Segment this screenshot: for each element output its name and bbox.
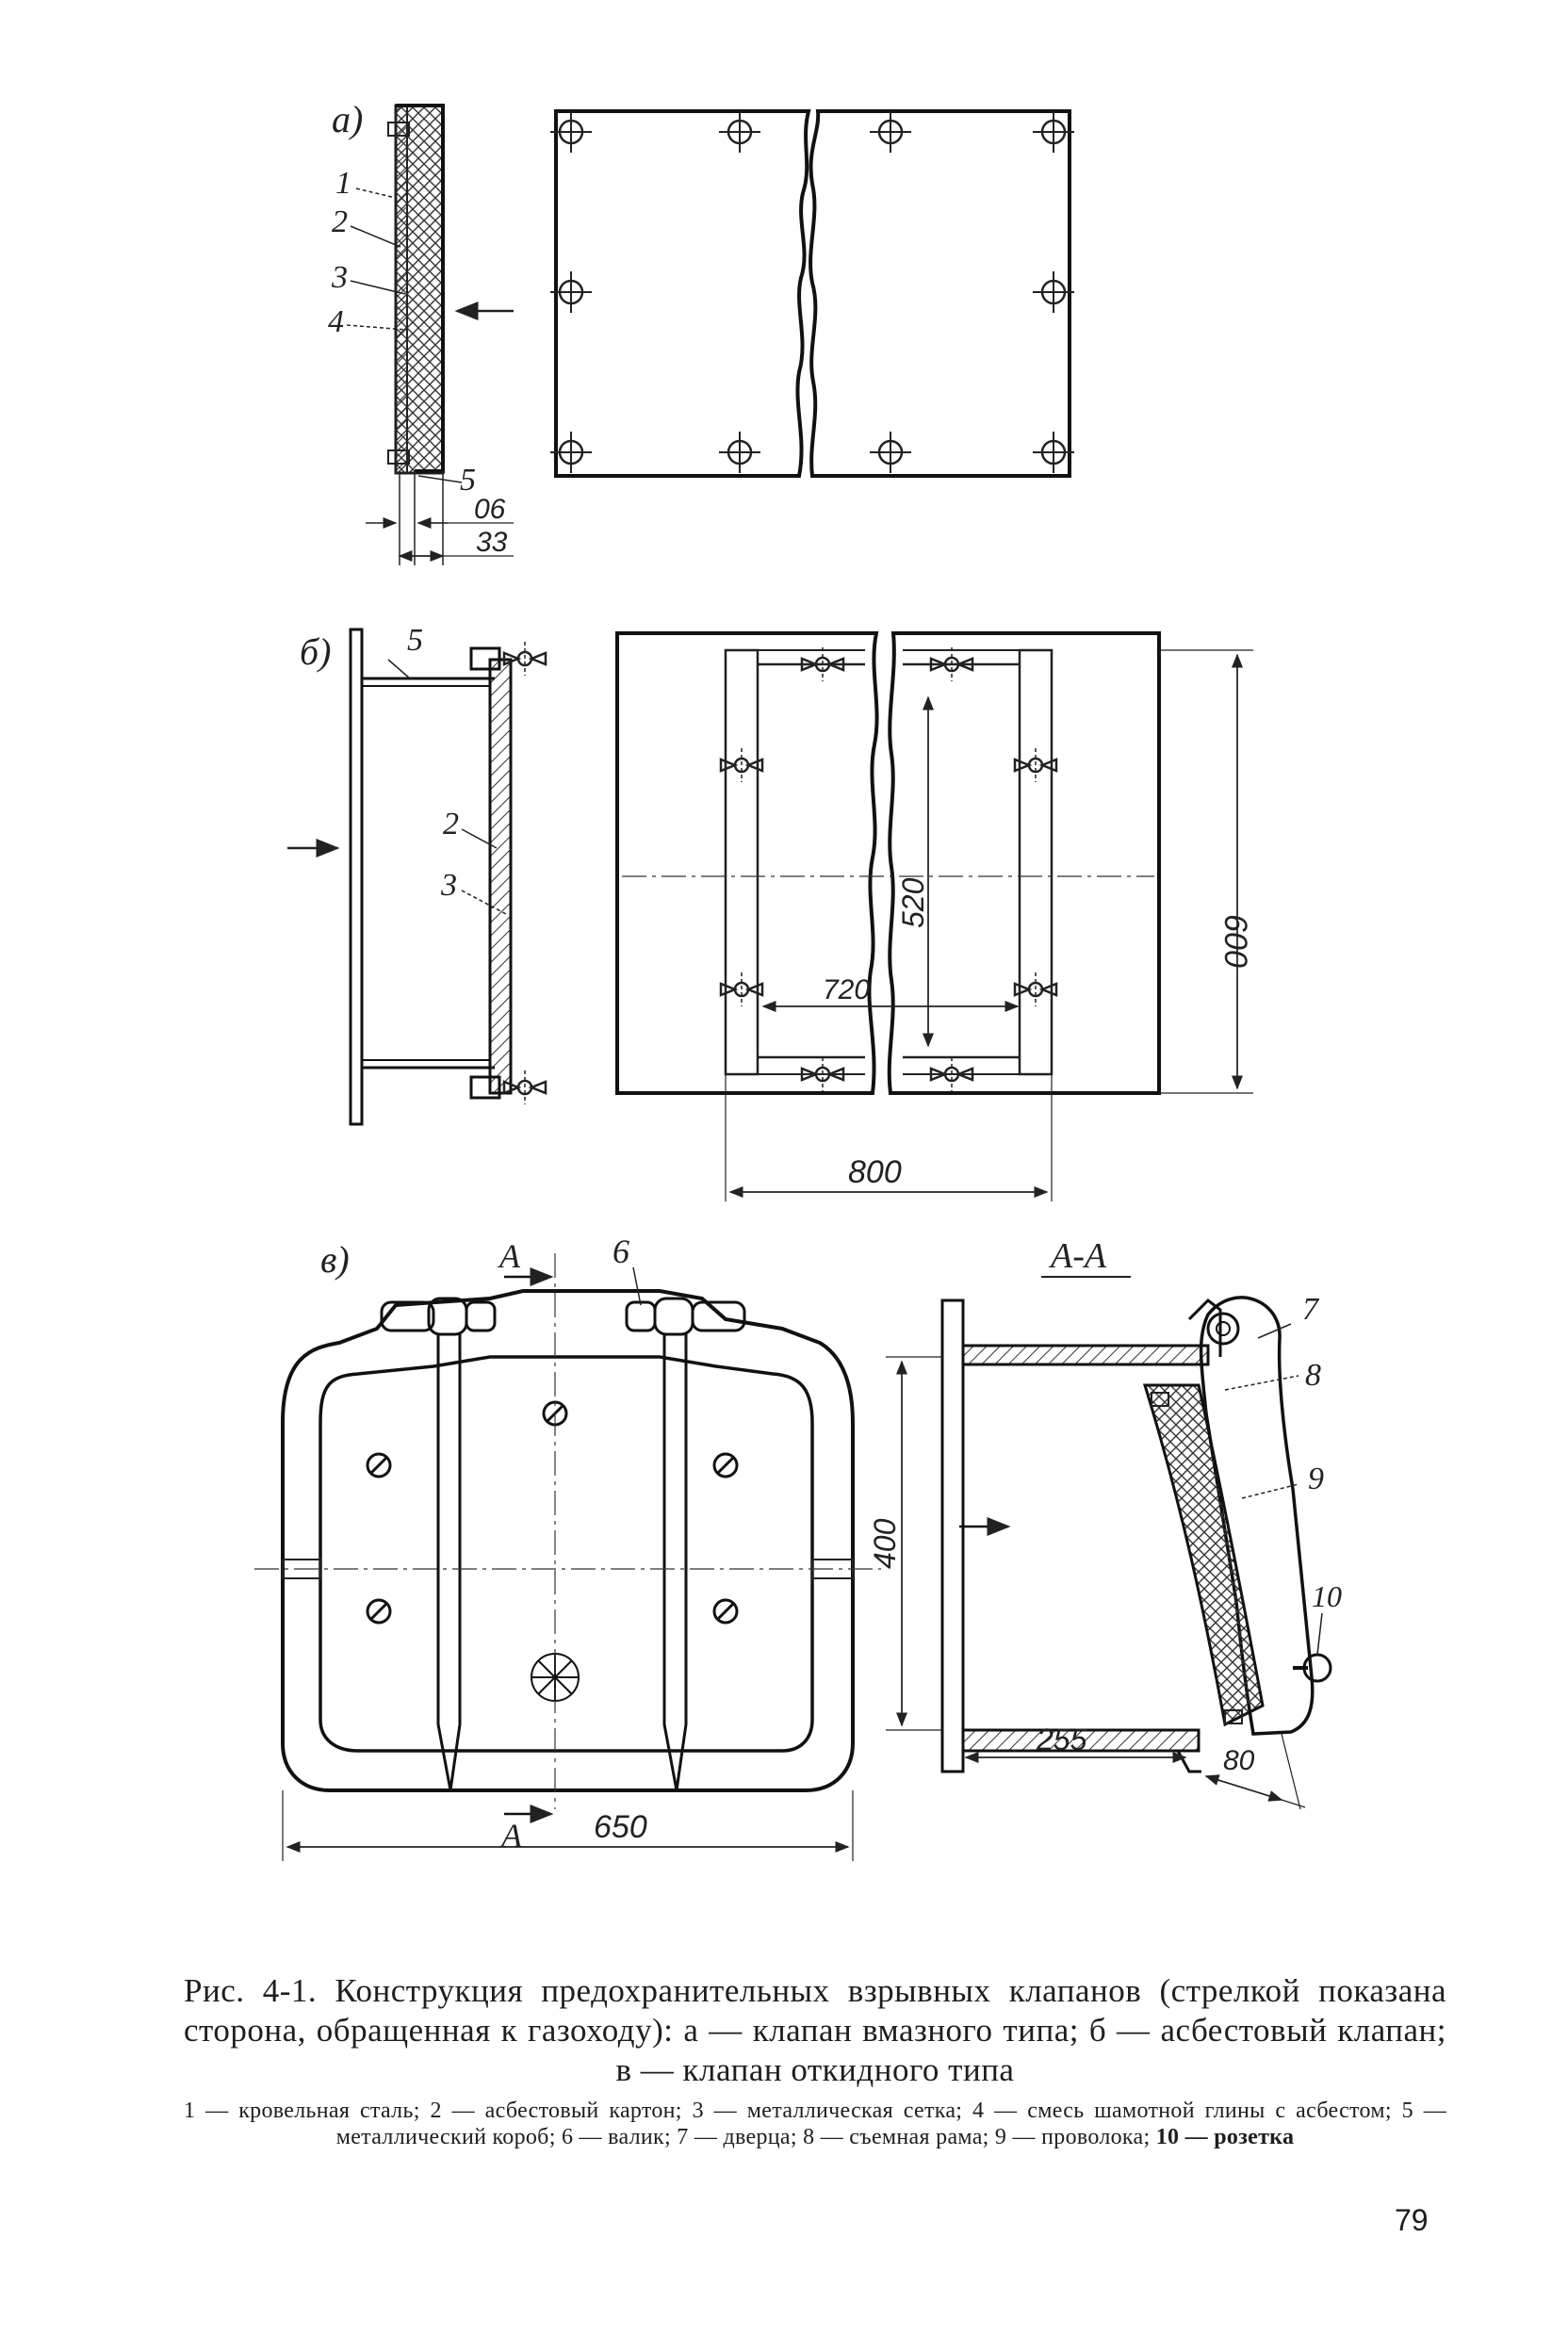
dim-600: 600 [1217,914,1253,968]
dim-255: 255 [1036,1723,1087,1756]
dim-400: 400 [868,1518,902,1569]
callout-3: 3 [331,260,348,295]
page-number: 79 [1395,2203,1429,2238]
callout-b-5: 5 [407,623,423,658]
callout-b-3: 3 [440,868,457,903]
view-v: в) [254,1233,1342,1861]
section-title: А-А [1048,1236,1107,1276]
callout-v-6: 6 [612,1233,629,1270]
callout-b-2: 2 [443,807,459,841]
dim-650: 650 [594,1809,647,1845]
label-a: а) [332,98,363,140]
figure-legend: 1 — кровельная сталь; 2 — асбестовый кар… [184,2098,1446,2150]
dim-520: 520 [896,877,930,928]
legend-tail: 10 — розетка [1156,2125,1295,2149]
dim-33: 33 [476,527,508,558]
section-mark-bottom: A [499,1817,523,1854]
view-b-side-section: 5 2 3 [287,623,546,1124]
callout-4: 4 [328,304,344,339]
view-a-front-panel [550,111,1074,476]
dim-800: 800 [848,1154,902,1190]
figure-caption: Рис. 4-1. Конструкция предохранительных … [184,1971,1446,2090]
callout-v-9: 9 [1308,1462,1324,1496]
callout-v-10: 10 [1312,1579,1342,1613]
view-b-front-frame: 520 600 720 800 [617,633,1253,1201]
dim-80: 80 [1223,1745,1255,1776]
callout-5: 5 [460,463,476,498]
callout-2: 2 [332,204,348,239]
view-b: б) 5 2 3 [287,623,1253,1201]
label-v: в) [320,1238,350,1281]
technical-figure: а) 1 2 3 4 5 [0,0,1568,1941]
callout-v-8: 8 [1305,1358,1321,1393]
view-a-side-section: 1 2 3 4 5 06 33 [328,106,514,565]
dim-720: 720 [823,974,870,1005]
view-a: а) 1 2 3 4 5 [328,98,1074,565]
callout-v-7: 7 [1302,1292,1320,1327]
view-v-front: A A 6 650 [254,1233,881,1861]
view-v-section-a-a: А-А 7 8 9 10 [868,1236,1342,1809]
callout-1: 1 [335,166,351,201]
label-b: б) [300,630,331,673]
dim-06: 06 [474,494,506,525]
section-mark-top: A [498,1237,521,1275]
